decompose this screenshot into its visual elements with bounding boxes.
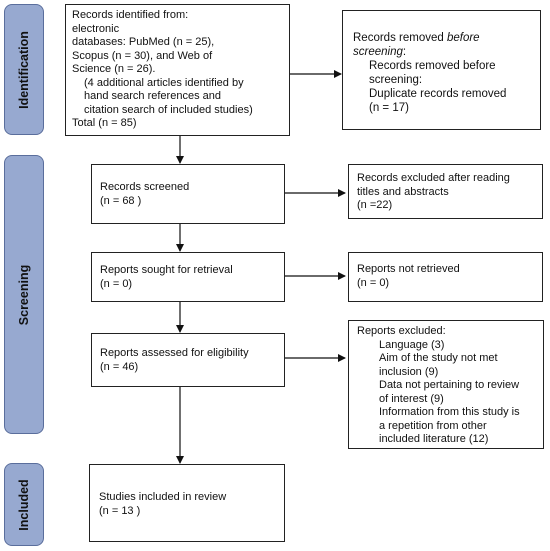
assessed-line-2: (n = 46) xyxy=(100,360,139,373)
identified-line-1: Records identified from: xyxy=(72,9,189,21)
removed-line-1-text: Records removed xyxy=(353,32,447,44)
included-line-1: Studies included in review xyxy=(99,491,227,503)
removed-line-4: screening: xyxy=(369,74,423,86)
records-excluded-box: Records excluded after reading titles an… xyxy=(348,164,543,219)
reports-excluded-line-1: Reports excluded: xyxy=(357,325,446,337)
records-screened-box: Records screened (n = 68 ) xyxy=(91,164,285,224)
sought-line-1: Reports sought for retrieval xyxy=(100,264,233,276)
not-retrieved-line-1: Reports not retrieved xyxy=(357,263,460,275)
reports-excluded-line-3: Aim of the study not met xyxy=(379,352,498,364)
excluded-titles-line-1: Records excluded after reading xyxy=(357,172,510,184)
identified-line-2: electronic xyxy=(72,22,120,35)
phase-screening: Screening xyxy=(4,155,44,434)
identified-line-3: databases: PubMed (n = 25), xyxy=(72,36,215,48)
reports-excluded-line-7: Information from this study is xyxy=(379,406,520,418)
reports-excluded-line-5: Data not pertaining to review xyxy=(379,379,520,391)
sought-line-2: (n = 0) xyxy=(100,277,133,290)
identified-line-9: Total (n = 85) xyxy=(72,117,137,129)
identified-line-5: Science (n = 26). xyxy=(72,63,156,75)
records-identified-box: Records identified from: electronic data… xyxy=(65,4,290,136)
identified-line-7: hand search references and xyxy=(84,90,221,102)
reports-excluded-line-2: Language (3) xyxy=(379,338,445,351)
screened-line-1: Records screened xyxy=(100,181,190,193)
reports-excluded-line-6: of interest (9) xyxy=(379,392,444,405)
excluded-titles-line-3: (n =22) xyxy=(357,199,393,211)
removed-line-2-italic: screening xyxy=(353,46,403,58)
removed-line-1-italic: before xyxy=(446,32,480,44)
identified-line-8: citation search of included studies) xyxy=(84,103,253,116)
removed-line-3: Records removed before xyxy=(369,60,496,72)
identified-line-6: (4 additional articles identified by xyxy=(84,76,244,89)
identified-line-4: Scopus (n = 30), and Web of xyxy=(72,49,213,62)
removed-line-2: screening: xyxy=(353,45,532,59)
reports-excluded-box: Reports excluded: Language (3) Aim of th… xyxy=(348,320,544,449)
removed-line-1: Records removed before xyxy=(353,31,532,45)
studies-included-box: Studies included in review (n = 13 ) xyxy=(89,464,285,542)
reports-assessed-box: Reports assessed for eligibility (n = 46… xyxy=(91,333,285,387)
reports-excluded-line-8: a repetition from other xyxy=(379,419,487,432)
removed-line-5: Duplicate records removed xyxy=(369,88,507,100)
reports-not-retrieved-box: Reports not retrieved (n = 0) xyxy=(348,252,543,302)
excluded-titles-line-2: titles and abstracts xyxy=(357,185,449,198)
not-retrieved-line-2: (n = 0) xyxy=(357,276,390,289)
removed-line-2-colon: : xyxy=(402,46,407,58)
assessed-line-1: Reports assessed for eligibility xyxy=(100,347,249,359)
screened-line-2: (n = 68 ) xyxy=(100,194,142,207)
phase-identification: Identification xyxy=(4,4,44,135)
reports-sought-box: Reports sought for retrieval (n = 0) xyxy=(91,252,285,302)
removed-line-6: (n = 17) xyxy=(369,102,409,114)
phase-included: Included xyxy=(4,463,44,546)
included-line-2: (n = 13 ) xyxy=(99,504,141,517)
reports-excluded-line-9: included literature (12) xyxy=(379,433,489,445)
reports-excluded-line-4: inclusion (9) xyxy=(379,365,439,378)
records-removed-box: Records removed before screening: Record… xyxy=(342,10,541,130)
